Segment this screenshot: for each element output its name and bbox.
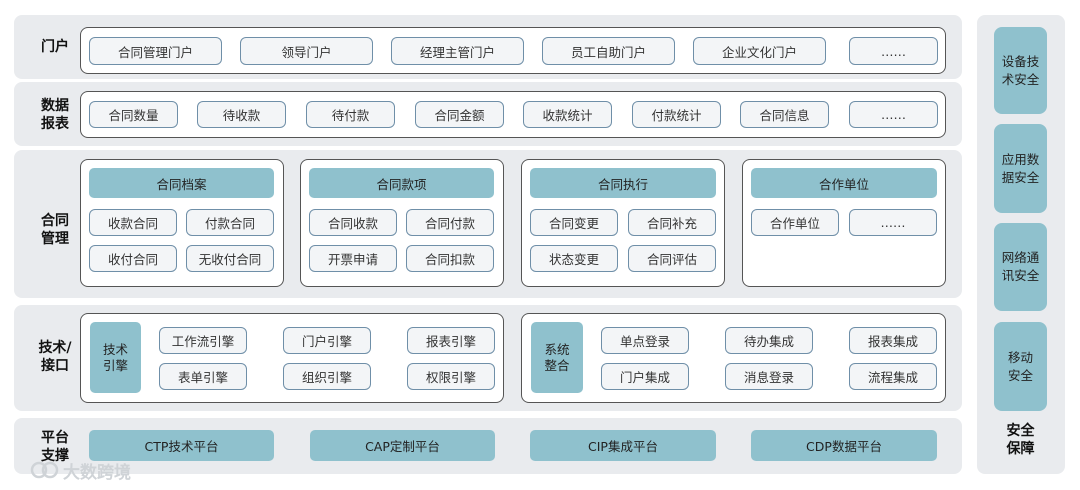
contract-payment-item[interactable]: 合同付款	[406, 209, 494, 236]
engine-header: 技术 引擎	[90, 322, 141, 393]
security-item[interactable]: 应用数 据安全	[994, 124, 1047, 213]
report-item[interactable]: 合同信息	[740, 101, 829, 128]
contract-archive-item[interactable]: 无收付合同	[186, 245, 274, 272]
integration-item[interactable]: 流程集成	[849, 363, 937, 390]
watermark: 大数跨境	[30, 458, 131, 483]
portal-item[interactable]: 经理主管门户	[391, 37, 524, 65]
contract-payment-header: 合同款项	[309, 168, 494, 198]
portal-item[interactable]: 领导门户	[240, 37, 373, 65]
contract-execution-item[interactable]: 状态变更	[530, 245, 618, 272]
partner-item[interactable]: 合作单位	[751, 209, 839, 236]
report-item[interactable]: 待付款	[306, 101, 395, 128]
contract-execution-header: 合同执行	[530, 168, 716, 198]
report-item[interactable]: 付款统计	[632, 101, 721, 128]
integration-item[interactable]: 单点登录	[601, 327, 689, 354]
security-column-label: 安全 保障	[1006, 423, 1035, 457]
engine-item[interactable]: 表单引擎	[159, 363, 247, 390]
report-item[interactable]: 收款统计	[523, 101, 612, 128]
contract-payment-item[interactable]: 合同收款	[309, 209, 397, 236]
watermark-text: 大数跨境	[63, 462, 131, 483]
portal-item[interactable]: 企业文化门户	[693, 37, 826, 65]
engine-item[interactable]: 权限引擎	[407, 363, 495, 390]
portal-row-label: 门户	[41, 39, 69, 55]
tech-row-label: 技术/ 接口	[38, 340, 72, 374]
report-item[interactable]: 待收款	[197, 101, 286, 128]
integration-item[interactable]: 门户集成	[601, 363, 689, 390]
security-item[interactable]: 设备技 术安全	[994, 27, 1047, 114]
contract-archive-item[interactable]: 收款合同	[89, 209, 177, 236]
contract-payment-item[interactable]: 合同扣款	[406, 245, 494, 272]
report-item[interactable]: ……	[849, 101, 938, 128]
portal-item[interactable]: ……	[849, 37, 938, 65]
portal-item[interactable]: 员工自助门户	[542, 37, 675, 65]
contract-payment-item[interactable]: 开票申请	[309, 245, 397, 272]
security-item[interactable]: 移动 安全	[994, 322, 1047, 411]
engine-item[interactable]: 组织引擎	[283, 363, 371, 390]
watermark-logo-icon	[30, 461, 59, 479]
contract-execution-item[interactable]: 合同变更	[530, 209, 618, 236]
platform-row-label: 平台 支撑	[41, 430, 69, 464]
integration-header: 系统 整合	[531, 322, 583, 393]
integration-item[interactable]: 待办集成	[725, 327, 813, 354]
contract-archive-item[interactable]: 收付合同	[89, 245, 177, 272]
contract-execution-item[interactable]: 合同补充	[628, 209, 716, 236]
report-item[interactable]: 合同数量	[89, 101, 178, 128]
security-item[interactable]: 网络通 讯安全	[994, 223, 1047, 311]
platform-item[interactable]: CIP集成平台	[530, 430, 716, 461]
reports-row-label: 数据 报表	[41, 98, 69, 132]
contract-archive-header: 合同档案	[89, 168, 274, 198]
partner-header: 合作单位	[751, 168, 937, 198]
partner-item[interactable]: ……	[849, 209, 937, 236]
platform-item[interactable]: CAP定制平台	[310, 430, 495, 461]
engine-item[interactable]: 门户引擎	[283, 327, 371, 354]
engine-item[interactable]: 报表引擎	[407, 327, 495, 354]
contract-execution-item[interactable]: 合同评估	[628, 245, 716, 272]
portal-item[interactable]: 合同管理门户	[89, 37, 222, 65]
integration-item[interactable]: 消息登录	[725, 363, 813, 390]
report-item[interactable]: 合同金额	[415, 101, 504, 128]
contract-archive-item[interactable]: 付款合同	[186, 209, 274, 236]
integration-item[interactable]: 报表集成	[849, 327, 937, 354]
platform-item[interactable]: CDP数据平台	[751, 430, 937, 461]
platform-item[interactable]: CTP技术平台	[89, 430, 274, 461]
engine-item[interactable]: 工作流引擎	[159, 327, 247, 354]
contract-row-label: 合同 管理	[41, 213, 69, 247]
